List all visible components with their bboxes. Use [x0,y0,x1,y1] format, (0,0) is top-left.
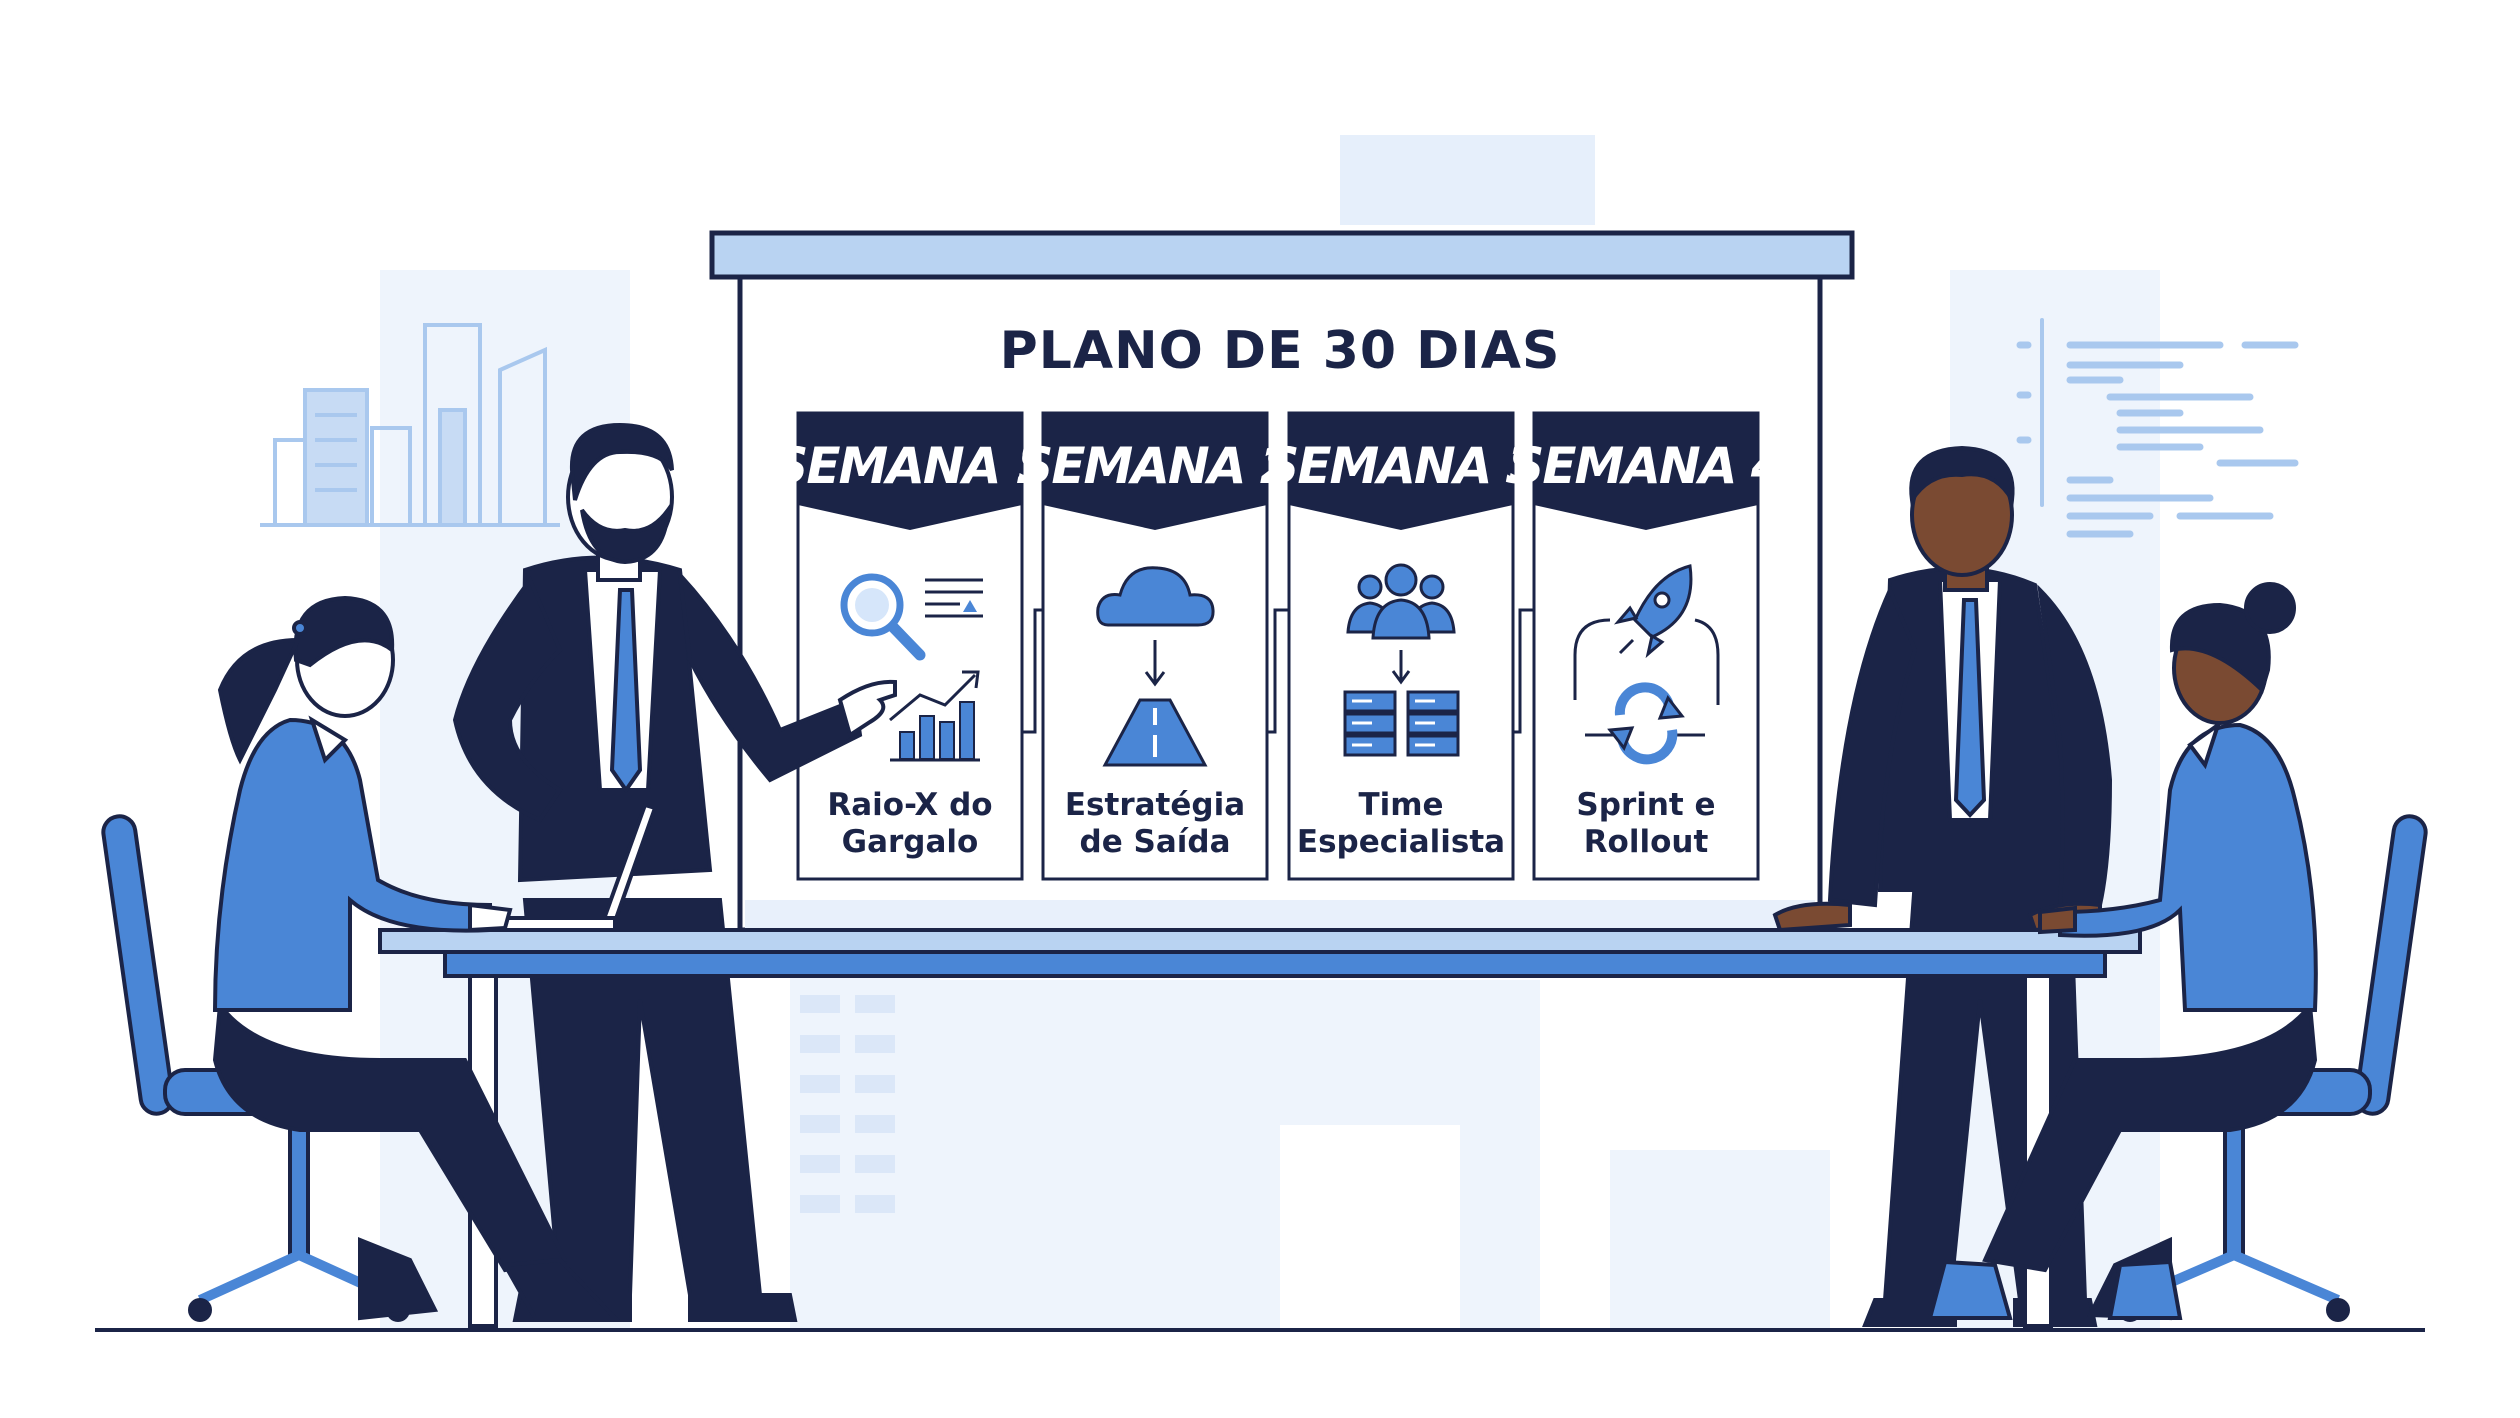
week-card-label-line1: Estratégia [1065,787,1245,823]
week-card-title: SEMANA 3 [1263,437,1538,495]
seated-woman-left [212,595,620,1321]
week-card-3: SEMANA 3 Time Especialista [1263,411,1541,881]
week-card-title: SEMANA 4 [1508,437,1783,495]
week-card-title: SEMANA 1 [772,437,1047,495]
week-card-title: SEMANA 2 [1017,437,1292,495]
week-card-label-line2: Gargalo [842,824,979,860]
laptop [473,802,658,932]
week-card-1: SEMANA 1 Raio-X do Gargalo [772,411,1050,881]
seated-woman-right [1927,582,2318,1321]
presenter-man [452,422,897,1322]
week-card-label-line2: Rollout [1584,824,1709,860]
building-chart-decoration [260,323,560,527]
cloud-road-icon [1096,566,1215,767]
week-card-4: SEMANA 4 Sprint e Rollout [1508,411,1786,881]
week-card-label-line1: Raio-X do [827,787,992,823]
team-servers-icon [1343,563,1460,757]
code-lines-decoration [2016,318,2299,538]
week-card-label-line1: Time [1358,787,1443,823]
week-card-label-line1: Sprint e [1576,787,1715,823]
week-card-label-line2: Especialista [1297,824,1505,860]
week-card-label-line2: de Saída [1080,824,1231,860]
magnifier-chart-icon [840,573,983,762]
rocket-cycle-icon [1573,564,1720,765]
board-title: PLANO DE 30 DIAS [1000,321,1561,381]
week-card-2: SEMANA 2 Estratégia de Saída [1017,411,1295,881]
